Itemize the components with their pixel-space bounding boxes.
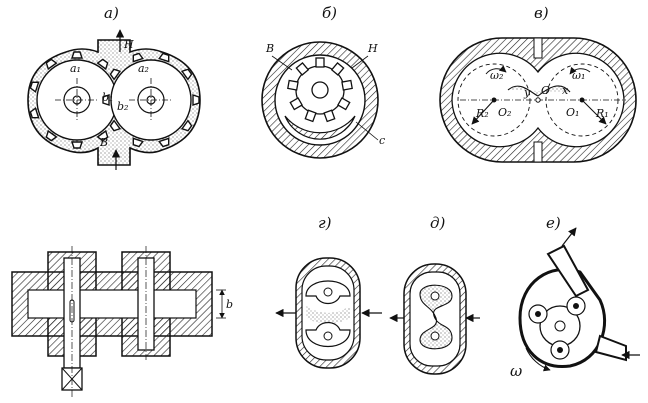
label-H-outlet: Н	[367, 42, 378, 55]
label-O2: O₂	[498, 106, 511, 119]
label-c-crescent: с	[379, 134, 385, 147]
label-O1: O₁	[566, 106, 579, 119]
label-omega2: ω₂	[490, 69, 503, 82]
label-a2: a₂	[138, 62, 149, 75]
panel-label-e: е)	[546, 214, 561, 232]
label-b-width: b	[226, 298, 233, 311]
panel-section-view: b	[11, 246, 233, 398]
panel-v-rotor-pump: в) ω₂ ω₁ R₂ R₁ O₂ O₁ y x O	[439, 4, 637, 163]
label-omega: ω	[510, 362, 522, 380]
label-b2: b₂	[117, 100, 128, 113]
label-R2: R₂	[475, 107, 489, 120]
panel-a-external-gear-pump: а)	[27, 4, 201, 170]
label-y: y	[523, 86, 531, 99]
panel-d-pump: д)	[389, 214, 480, 375]
label-omega1: ω₁	[572, 69, 585, 82]
label-R1: R₁	[595, 107, 609, 120]
panel-b-internal-gear-pump: б) В Н с	[261, 4, 385, 159]
label-B-inlet: В	[265, 42, 274, 55]
panel-e-pump: е) ω	[510, 214, 640, 380]
panel-label-b: б)	[322, 4, 337, 22]
gear-right	[102, 52, 200, 148]
panel-label-v: в)	[534, 4, 549, 22]
panel-g-lobe-pump: г)	[275, 214, 382, 369]
panel-label-d: д)	[430, 214, 446, 232]
label-x: x	[562, 84, 569, 97]
label-O: O	[541, 84, 550, 97]
panel-label-g: г)	[318, 214, 332, 232]
label-a1: a₁	[70, 62, 81, 75]
pinion-gear	[287, 57, 353, 123]
panel-label-a: а)	[104, 4, 119, 22]
label-H: Н	[123, 38, 134, 51]
label-b1: b₁	[102, 91, 113, 104]
label-B: В	[99, 136, 108, 149]
crescent-separator	[284, 115, 356, 140]
